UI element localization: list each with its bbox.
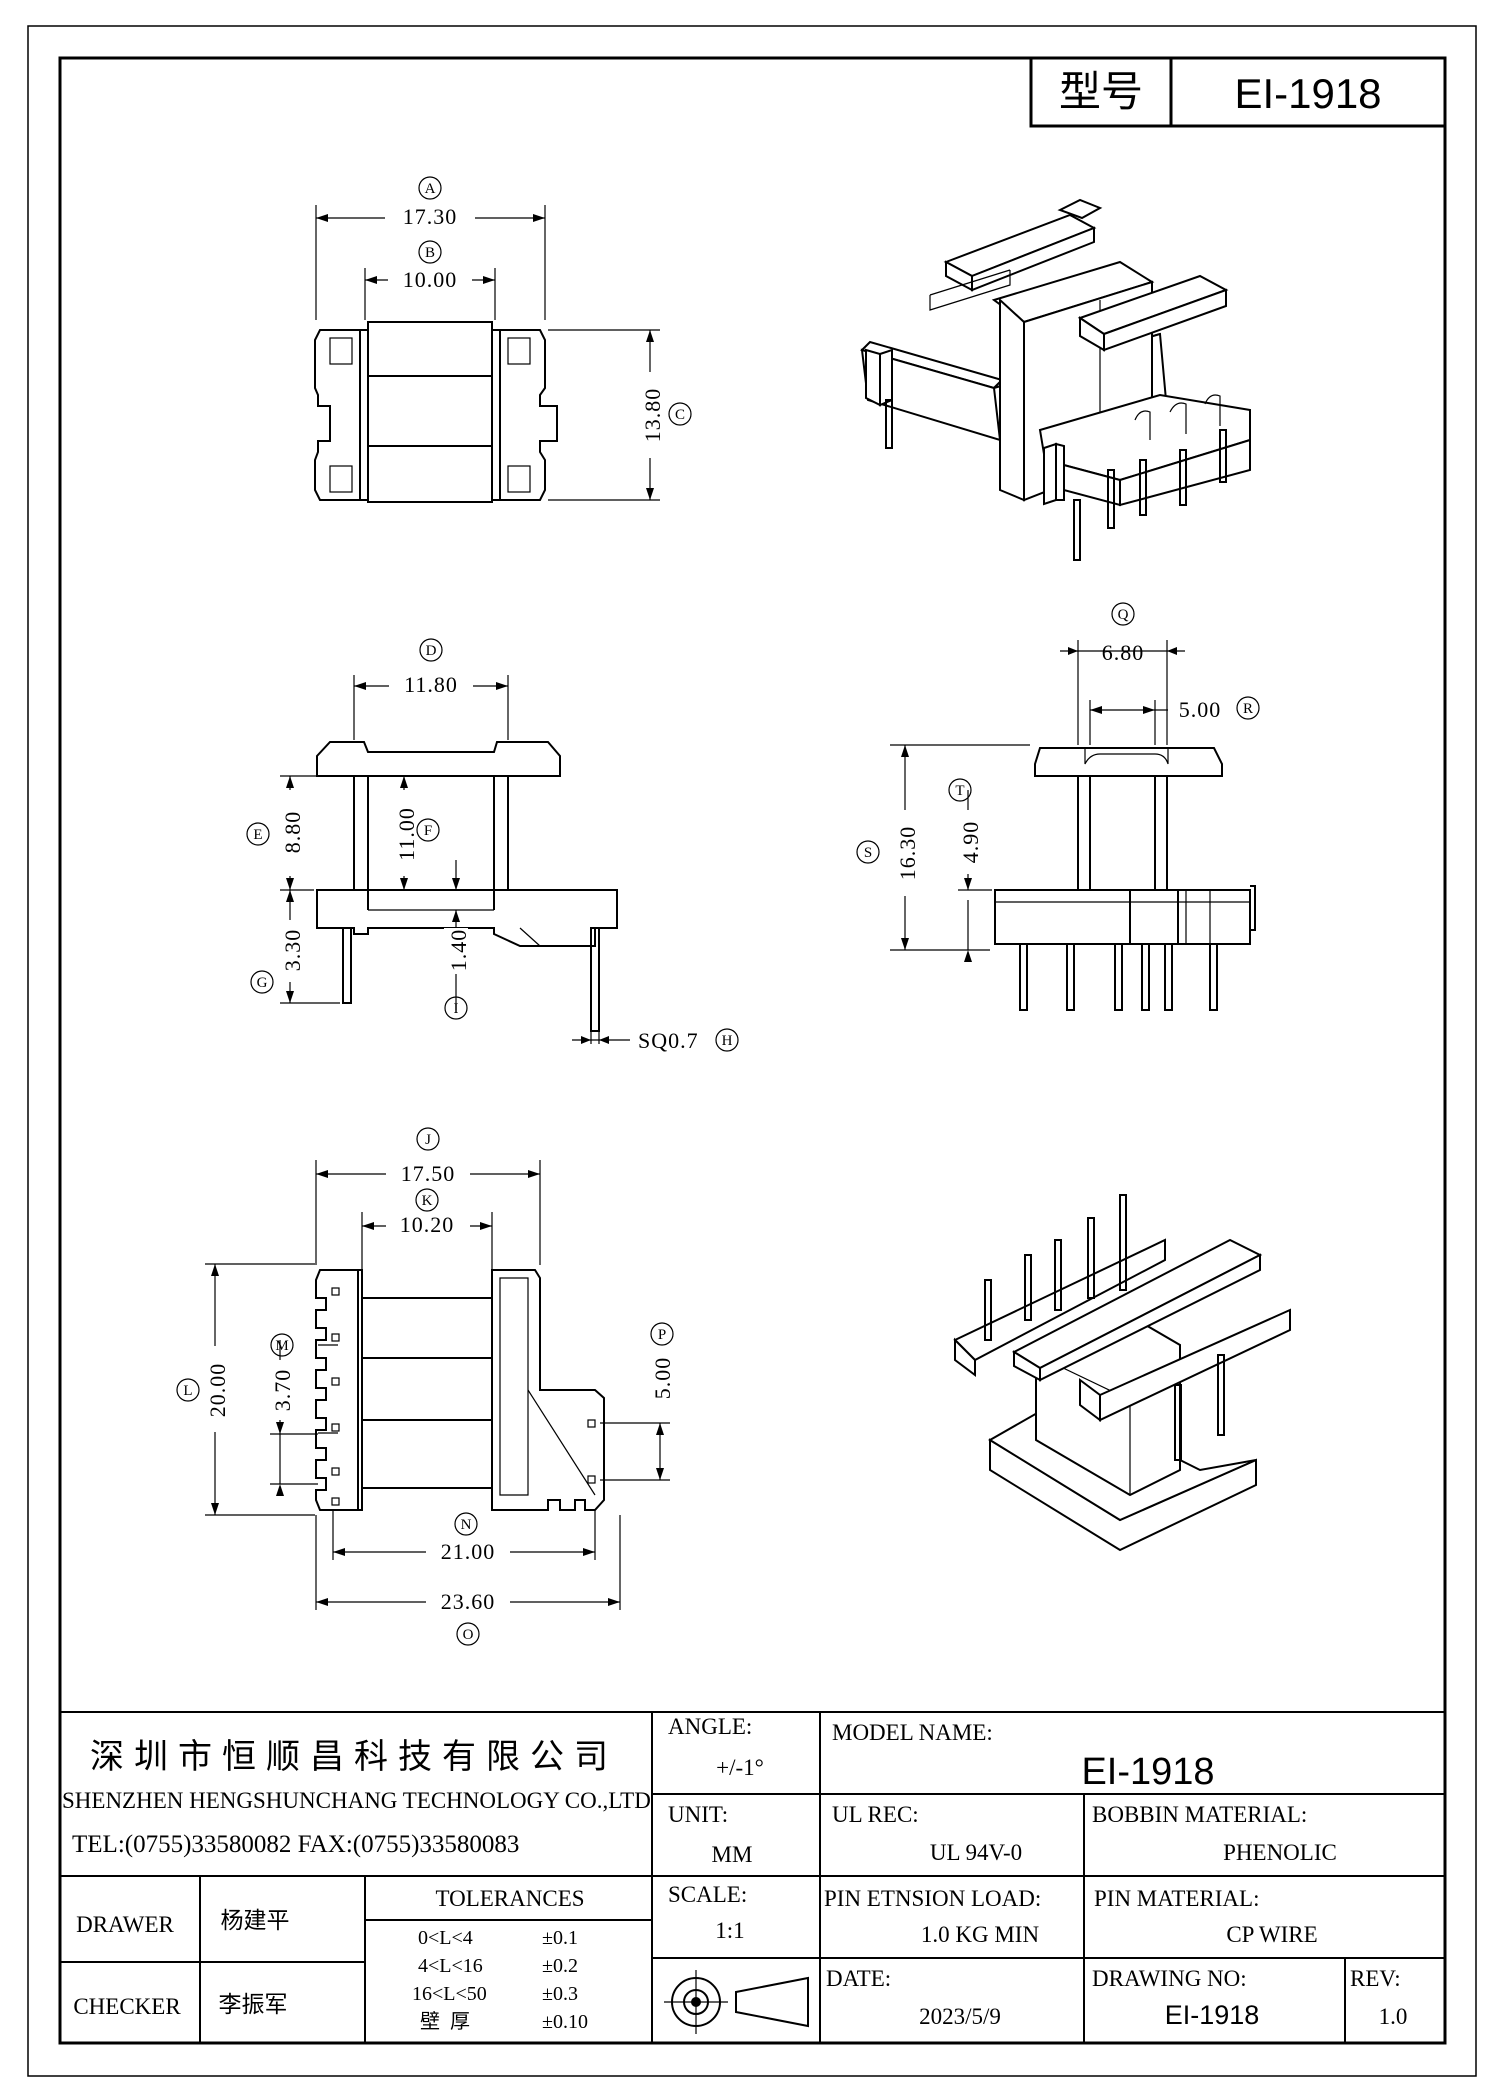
front-view-dims: 11.80 D 8.80 E 11.00 F 3.30 G 1.40 I — [246, 638, 739, 1053]
dim-H-value: SQ0.7 — [638, 1028, 699, 1053]
dim-Q-letter: Q — [1118, 607, 1129, 623]
tolerance-range-1: 0<L<4 — [418, 1927, 473, 1949]
ul-rec-label: UL REC: — [832, 1802, 919, 1827]
angle-value: +/-1° — [716, 1755, 764, 1780]
drawer-label: DRAWER — [76, 1912, 174, 1937]
dim-P-letter: P — [658, 1327, 666, 1343]
unit-label: UNIT: — [668, 1802, 728, 1827]
tolerance-range-2: 4<L<16 — [418, 1955, 483, 1977]
drawing-no-value: EI-1918 — [1165, 2000, 1260, 2030]
dim-I-letter: I — [454, 1001, 459, 1017]
rev-label: REV: — [1350, 1966, 1401, 1991]
dim-C-letter: C — [675, 407, 685, 423]
dim-J-value: 17.50 — [401, 1161, 456, 1186]
dim-T-value: 4.90 — [958, 821, 983, 864]
bottom-view — [315, 1269, 605, 1511]
dim-E-value: 8.80 — [280, 811, 305, 854]
dim-D-value: 11.80 — [404, 672, 458, 697]
bottom-view-dims: 17.50 J 10.20 K 20.00 L 3.70 M 5.00 — [176, 1127, 675, 1646]
dim-G-value: 3.30 — [280, 929, 305, 972]
front-view — [316, 741, 618, 1032]
dim-R-letter: R — [1243, 701, 1253, 717]
checker-name: 李振军 — [219, 1992, 288, 2017]
dim-O-value: 23.60 — [441, 1589, 496, 1614]
drawer-name: 杨建平 — [221, 1908, 290, 1933]
dim-M-letter: M — [275, 1338, 288, 1354]
tolerance-value-4: ±0.10 — [542, 2011, 588, 2033]
model-name-label: MODEL NAME: — [832, 1720, 993, 1745]
dim-K-value: 10.20 — [400, 1212, 455, 1237]
dim-T-letter: T — [955, 783, 964, 799]
angle-label: ANGLE: — [668, 1714, 752, 1739]
tolerances-label: TOLERANCES — [435, 1886, 584, 1911]
dim-S-value: 16.30 — [895, 826, 920, 881]
ul-rec-value: UL 94V-0 — [930, 1840, 1022, 1865]
projection-symbol-icon — [664, 1970, 809, 2034]
tolerance-value-2: ±0.2 — [542, 1955, 578, 1977]
dim-L-value: 20.00 — [205, 1363, 230, 1418]
dim-R-value: 5.00 — [1179, 697, 1222, 722]
bobbin-material-label: BOBBIN MATERIAL: — [1092, 1802, 1307, 1827]
title-block: 深圳市恒顺昌科技有限公司 SHENZHEN HENGSHUNCHANG TECH… — [60, 1711, 1445, 2043]
dim-F-letter: F — [424, 823, 432, 839]
company-cn: 深圳市恒顺昌科技有限公司 — [90, 1738, 618, 1776]
pin-load-value: 1.0 KG MIN — [921, 1922, 1040, 1947]
company-contact: TEL:(0755)33580082 FAX:(0755)33580083 — [72, 1831, 519, 1858]
unit-value: MM — [712, 1842, 753, 1867]
pin-load-label: PIN ETNSION LOAD: — [824, 1886, 1041, 1911]
tolerance-value-1: ±0.1 — [542, 1927, 578, 1949]
dim-D-letter: D — [426, 643, 437, 659]
side-view-dims: 6.80 Q 5.00 R 16.30 S 4.90 T — [856, 602, 1260, 962]
date-value: 2023/5/9 — [919, 2004, 1001, 2029]
scale-label: SCALE: — [668, 1882, 747, 1907]
dim-H-letter: H — [722, 1033, 733, 1049]
top-view — [314, 321, 558, 503]
dim-I-value: 1.40 — [446, 929, 471, 972]
dim-B-letter: B — [425, 245, 435, 261]
pin-material-label: PIN MATERIAL: — [1094, 1886, 1259, 1911]
top-view-dims: 17.30 A 10.00 B 13.80 C — [315, 176, 692, 501]
dim-L-letter: L — [183, 1383, 192, 1399]
dim-F-value: 11.00 — [394, 807, 419, 861]
dim-P-value: 5.00 — [650, 1357, 675, 1400]
dim-N-letter: N — [461, 1517, 472, 1533]
drawing-no-label: DRAWING NO: — [1092, 1966, 1247, 1991]
dim-O-letter: O — [463, 1627, 474, 1643]
header-model: EI-1918 — [1234, 70, 1381, 117]
dim-M-value: 3.70 — [270, 1369, 295, 1412]
dim-B-value: 10.00 — [403, 267, 458, 292]
rev-value: 1.0 — [1379, 2004, 1408, 2029]
outer-border — [27, 25, 1477, 2077]
dim-S-letter: S — [864, 845, 872, 861]
dim-C-value: 13.80 — [640, 388, 665, 443]
isometric-view-bottom — [953, 1194, 1291, 1552]
dim-N-value: 21.00 — [441, 1539, 496, 1564]
dim-K-letter: K — [422, 1193, 433, 1209]
model-name: EI-1918 — [1081, 1751, 1214, 1793]
tolerance-range-4: 壁 厚 — [420, 2010, 470, 2033]
dim-G-letter: G — [257, 975, 268, 991]
isometric-view-top — [860, 198, 1251, 561]
header-box: 型号 EI-1918 — [1029, 56, 1447, 128]
dim-A-letter: A — [425, 181, 436, 197]
dim-E-letter: E — [253, 827, 262, 843]
company-en: SHENZHEN HENGSHUNCHANG TECHNOLOGY CO.,LT… — [62, 1788, 651, 1813]
type-label: 型号 — [1059, 70, 1143, 116]
tolerance-value-3: ±0.3 — [542, 1983, 578, 2005]
bobbin-material-value: PHENOLIC — [1223, 1840, 1337, 1865]
side-view — [994, 747, 1256, 1011]
pin-material-value: CP WIRE — [1226, 1922, 1317, 1947]
date-label: DATE: — [826, 1966, 891, 1991]
dim-J-letter: J — [425, 1132, 431, 1148]
tolerance-range-3: 16<L<50 — [412, 1983, 487, 2005]
inner-border — [58, 56, 1447, 2045]
dim-A-value: 17.30 — [403, 204, 458, 229]
dim-Q-value: 6.80 — [1102, 640, 1145, 665]
checker-label: CHECKER — [73, 1994, 181, 2019]
scale-value: 1:1 — [715, 1918, 744, 1943]
